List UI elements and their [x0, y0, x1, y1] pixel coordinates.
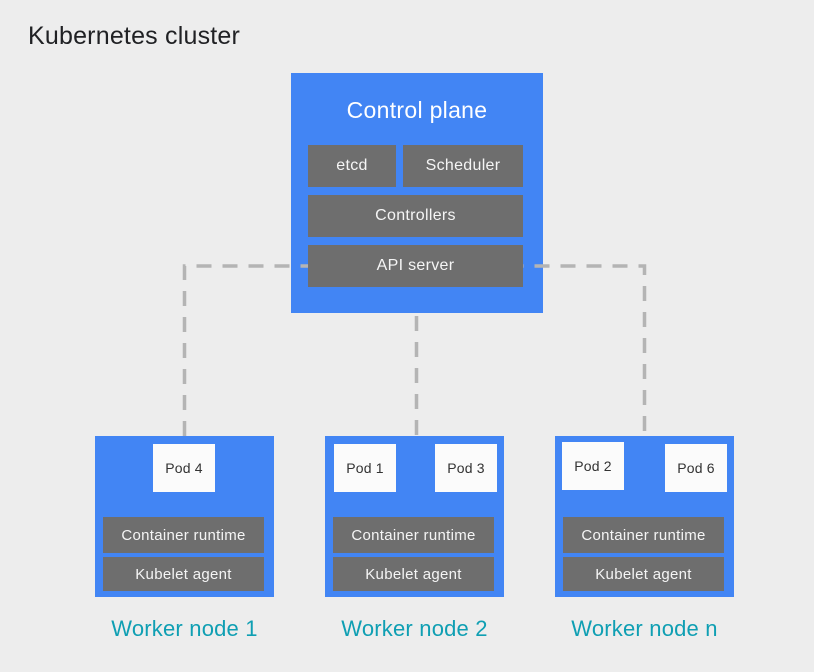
container-runtime-box: Container runtime: [563, 517, 724, 553]
control-plane-box: Control plane etcd Scheduler Controllers…: [291, 73, 543, 313]
container-runtime-box: Container runtime: [333, 517, 494, 553]
pod-box: Pod 6: [665, 444, 727, 492]
pod-box: Pod 1: [334, 444, 396, 492]
worker-node-1-label: Worker node 1: [111, 616, 258, 641]
worker-node-2-box: Pod 1 Pod 3 Container runtime Kubelet ag…: [325, 436, 504, 597]
kubelet-agent-box: Kubelet agent: [103, 557, 264, 591]
pod-box: Pod 4: [153, 444, 215, 492]
pod-box: Pod 3: [435, 444, 497, 492]
container-runtime-box: Container runtime: [103, 517, 264, 553]
kubelet-agent-box: Kubelet agent: [333, 557, 494, 591]
api-server-box: API server: [308, 245, 523, 287]
control-plane-title: Control plane: [346, 97, 488, 123]
diagram-title: Kubernetes cluster: [28, 22, 241, 50]
kubelet-agent-box: Kubelet agent: [563, 557, 724, 591]
pod-box: Pod 2: [562, 442, 624, 490]
worker-node-1-box: Pod 4 Container runtime Kubelet agent: [95, 436, 274, 597]
worker-node-n-label: Worker node n: [571, 616, 718, 641]
etcd-box: etcd: [308, 145, 396, 187]
scheduler-box: Scheduler: [403, 145, 523, 187]
worker-node-2-label: Worker node 2: [341, 616, 488, 641]
worker-node-n-box: Pod 2 Pod 6 Container runtime Kubelet ag…: [555, 436, 734, 597]
controllers-box: Controllers: [308, 195, 523, 237]
